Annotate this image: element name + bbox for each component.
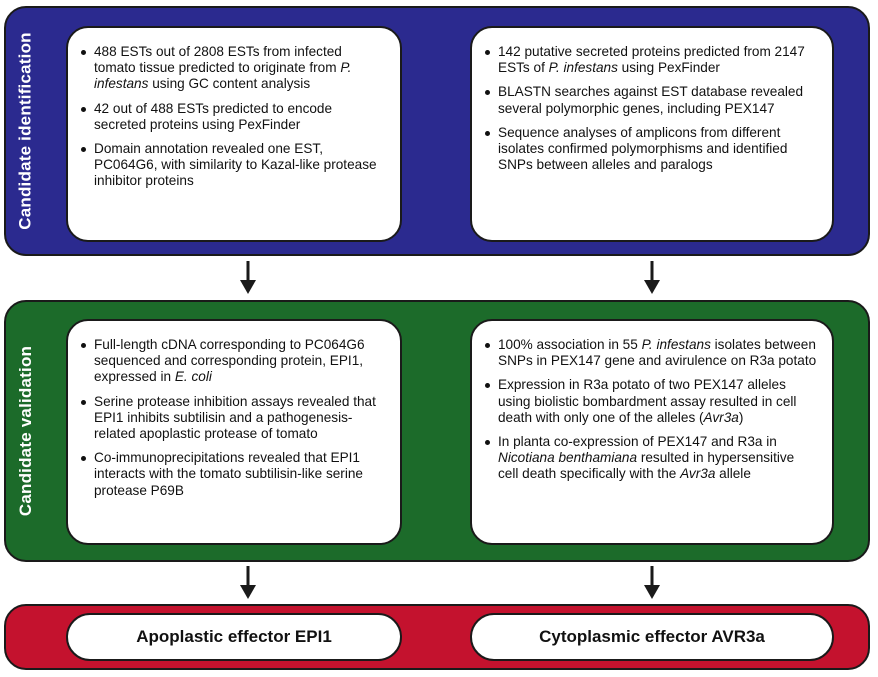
italic-term: Nicotiana benthamiana	[498, 450, 638, 466]
bullet-item: Domain annotation revealed one EST, PC06…	[80, 141, 386, 190]
bullet-text: Domain annotation revealed one EST, PC06…	[94, 141, 377, 189]
bullet-item: Co-immunoprecipitations revealed that EP…	[80, 450, 386, 499]
bullet-text: )	[738, 409, 744, 425]
bullet-item: 142 putative secreted proteins predicted…	[484, 44, 818, 76]
bullet-item: In planta co-expression of PEX147 and R3…	[484, 434, 818, 483]
bullet-item: BLASTN searches against EST database rev…	[484, 84, 818, 116]
bullet-item: Serine protease inhibition assays reveal…	[80, 394, 386, 443]
bullet-text: BLASTN searches against EST database rev…	[498, 84, 804, 116]
bullet-item: Full-length cDNA corresponding to PC064G…	[80, 337, 386, 386]
italic-term: P. infestans	[641, 337, 711, 352]
result-avr3a-pill: Cytoplasmic effector AVR3a	[470, 613, 834, 661]
bullet-text: Serine protease inhibition assays reveal…	[94, 393, 376, 442]
validation-avr3a-card: 100% association in 55 P. infestans isol…	[470, 319, 834, 545]
bullet-text: Full-length cDNA corresponding to PC064G…	[94, 337, 365, 385]
result-epi1-text: Apoplastic effector EPI1	[136, 627, 332, 646]
band-label-validation: Candidate validation	[6, 302, 46, 560]
bullet-text: allele	[715, 466, 751, 482]
identification-epi1-list: 488 ESTs out of 2808 ESTs from infected …	[80, 44, 386, 190]
validation-label-text: Candidate validation	[16, 345, 35, 517]
bullet-text: isolates between SNPs in PEX147 gene and…	[498, 337, 817, 369]
validation-epi1-card: Full-length cDNA corresponding to PC064G…	[66, 319, 402, 545]
arrow-down-icon	[644, 261, 660, 294]
bullet-text: Co-immunoprecipitations revealed that EP…	[94, 450, 363, 498]
italic-term: P. infestans	[548, 60, 618, 76]
validation-avr3a-list: 100% association in 55 P. infestans isol…	[484, 337, 818, 483]
bullet-text: 488 ESTs out of 2808 ESTs from infected …	[94, 44, 342, 76]
bullet-text: using PexFinder	[617, 60, 720, 76]
bullet-item: 488 ESTs out of 2808 ESTs from infected …	[80, 44, 386, 93]
arrow-down-icon	[644, 566, 660, 599]
italic-term: Avr3a	[680, 466, 716, 482]
result-epi1-pill: Apoplastic effector EPI1	[66, 613, 402, 661]
identification-avr3a-list: 142 putative secreted proteins predicted…	[484, 44, 818, 173]
bullet-item: 100% association in 55 P. infestans isol…	[484, 337, 818, 369]
italic-term: P. infestans	[94, 60, 352, 92]
bullet-text: In planta co-expression of PEX147 and R3…	[498, 434, 777, 450]
arrow-down-icon	[240, 566, 256, 599]
identification-avr3a-card: 142 putative secreted proteins predicted…	[470, 26, 834, 242]
bullet-item: Expression in R3a potato of two PEX147 a…	[484, 377, 818, 426]
result-avr3a-text: Cytoplasmic effector AVR3a	[539, 627, 765, 646]
bullet-text: Sequence analyses of amplicons from diff…	[498, 124, 788, 173]
validation-epi1-list: Full-length cDNA corresponding to PC064G…	[80, 337, 386, 499]
bullet-item: 42 out of 488 ESTs predicted to encode s…	[80, 101, 386, 133]
identification-epi1-card: 488 ESTs out of 2808 ESTs from infected …	[66, 26, 402, 242]
band-label-identification: Candidate identification	[6, 8, 46, 254]
bullet-text: using GC content analysis	[148, 76, 311, 92]
italic-term: Avr3a	[703, 409, 739, 425]
bullet-text: Expression in R3a potato of two PEX147 a…	[498, 377, 797, 425]
italic-term: E. coli	[174, 369, 212, 385]
arrow-down-icon	[240, 261, 256, 294]
bullet-text: resulted in hypersensitive cell death sp…	[498, 450, 795, 482]
bullet-text: 42 out of 488 ESTs predicted to encode s…	[94, 100, 333, 132]
bullet-text: 100% association in 55	[498, 337, 642, 352]
bullet-item: Sequence analyses of amplicons from diff…	[484, 125, 818, 174]
identification-label-text: Candidate identification	[16, 32, 36, 230]
bullet-text: 142 putative secreted proteins predicted…	[498, 44, 805, 76]
